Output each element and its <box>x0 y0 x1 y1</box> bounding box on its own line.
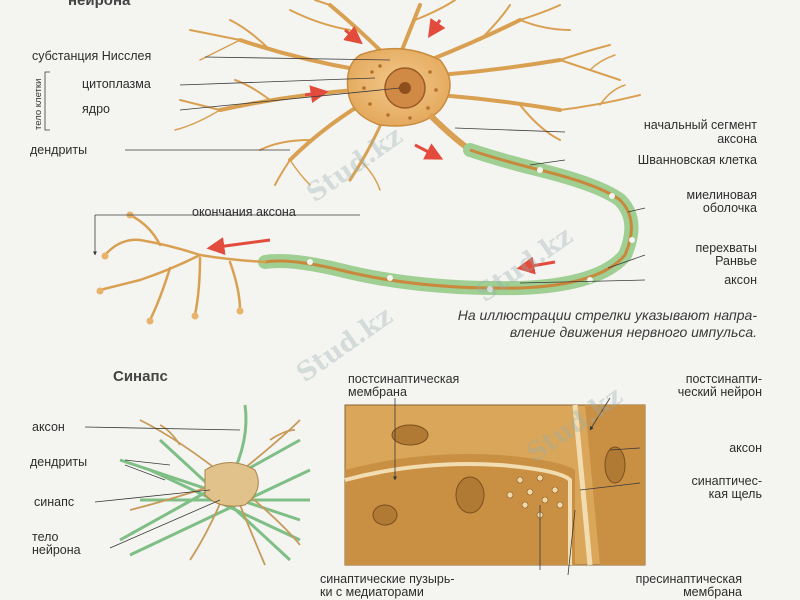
synapse-title: Синапс <box>113 368 168 385</box>
synapse-detail <box>344 404 646 566</box>
dendrite-tree <box>174 0 641 191</box>
label-cleft-1: синаптичес- <box>691 474 762 488</box>
label-cleft-2: кая щель <box>708 487 762 501</box>
leader-lines-synapse-left <box>84 426 241 549</box>
vesicles <box>506 474 564 519</box>
nissl-granules <box>362 64 438 120</box>
label-dendrites: дендриты <box>30 143 88 157</box>
syn-label-body-1: тело <box>32 530 59 544</box>
label-vesicles-2: ки с медиаторами <box>320 585 424 599</box>
terminal-boutons <box>96 211 244 325</box>
syn-label-axon: аксон <box>32 420 65 434</box>
label-presyn-2: мембрана <box>683 585 742 599</box>
small-neuron <box>119 404 311 566</box>
label-postsyn-neuron-1: постсинапти- <box>685 372 762 386</box>
nucleolus <box>399 82 411 94</box>
small-neuron-body <box>204 462 259 507</box>
label-schwann: Шванновская клетка <box>637 153 757 167</box>
label-cytoplasm: цитоплазма <box>82 77 151 91</box>
label-ranvier-2: Ранвье <box>715 254 757 268</box>
label-vesicles-1: синаптические пузырь- <box>320 572 455 586</box>
impulse-arrows <box>206 18 556 275</box>
label-initial-segment-1: начальный сегмент <box>643 118 757 132</box>
label-cell-body: тело клетки <box>33 78 44 130</box>
label-myelin-2: оболочка <box>702 201 757 215</box>
syn-label-synapse: синапс <box>34 495 75 509</box>
label-initial-segment-2: аксона <box>717 132 757 146</box>
label-myelin-1: миелиновая <box>686 188 757 202</box>
label-nucleus: ядро <box>82 102 110 116</box>
label-axon-endings: окончания аксона <box>192 205 296 219</box>
syn-label-dendrites: дендриты <box>30 455 88 469</box>
label-ranvier-1: перехваты <box>695 241 758 255</box>
label-postsyn-neuron-2: ческий нейрон <box>677 385 762 399</box>
axon-initial-segment <box>427 112 472 153</box>
leader-lines-upper <box>44 56 646 284</box>
leader-lines-synapse-right <box>393 397 641 576</box>
caption-line-1: На иллюстрации стрелки указывают напра- <box>457 307 757 323</box>
header-fragment: нейрона <box>68 0 131 9</box>
label-postsyn-membrane-1: постсинаптическая <box>348 372 460 386</box>
label-presyn-1: пресинаптическая <box>635 572 742 586</box>
label-detail-axon: аксон <box>729 441 762 455</box>
label-postsyn-membrane-2: мембрана <box>348 385 407 399</box>
label-nissl: субстанция Нисслея <box>32 49 152 63</box>
label-axon: аксон <box>724 273 757 287</box>
axon-terminals <box>98 213 267 322</box>
syn-label-body-2: нейрона <box>32 543 81 557</box>
caption-line-2: вление движения нервного импульса. <box>509 324 757 340</box>
